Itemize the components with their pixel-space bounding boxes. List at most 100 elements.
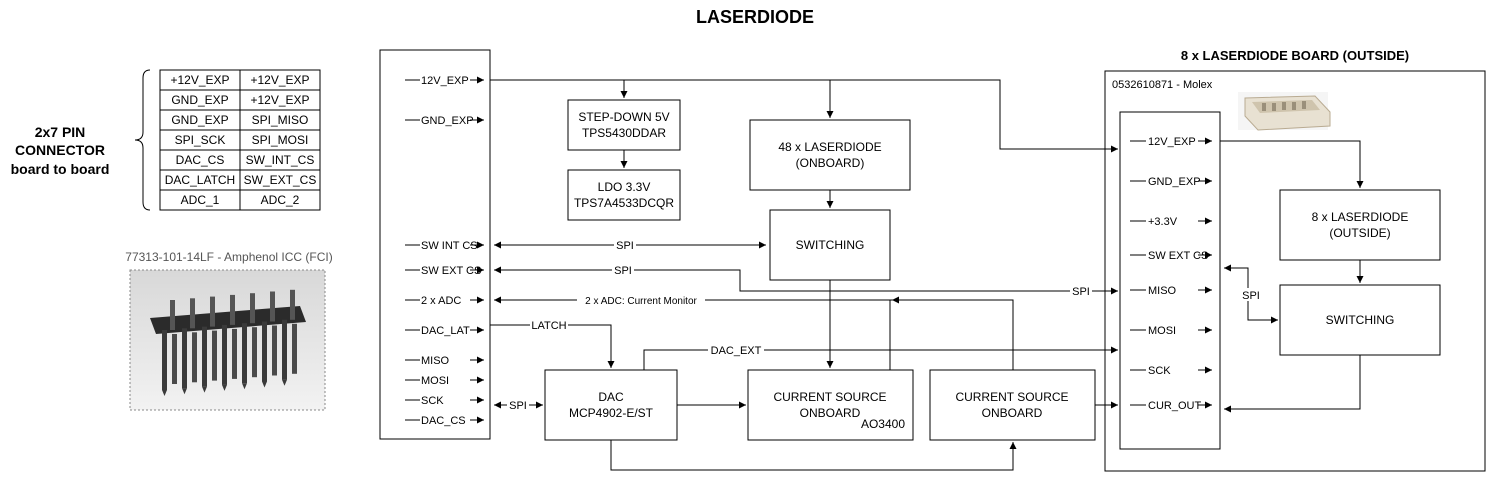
left-pin-label: SW EXT CS [421,265,481,277]
connector-heading-line-2: CONNECTOR [15,142,105,158]
pin-header-pin [242,323,247,384]
switching-block: SWITCHING [769,209,891,281]
connector-cell: SPI_MOSI [252,133,309,147]
dac-line-1: DAC [598,390,624,404]
switching-outside-label: SWITCHING [1326,313,1395,327]
dac-line-2: MCP4902-E/ST [569,406,654,420]
cs1-line-1: CURRENT SOURCE [773,390,886,404]
pin-header-pin [202,326,207,387]
stepdown-line-2: TPS5430DDAR [582,126,666,140]
pin-header-pin [262,321,267,382]
right-pin-label: CUR_OUT [1148,400,1201,412]
pin-header-pin-back [252,327,257,378]
cs2-line-1: CURRENT SOURCE [955,390,1068,404]
outside-board-title: 8 x LASERDIODE BOARD (OUTSIDE) [1181,48,1409,63]
current-source-1-block: CURRENT SOURCE ONBOARD AO3400 [747,369,914,441]
left-pin-label: 2 x ADC [421,295,461,307]
ld8-line-1: 8 x LASERDIODE [1312,210,1409,224]
connector-cell: +12V_EXP [250,93,309,107]
pin-header-pin-tip [222,384,227,391]
edge-label-spi-out: SPI [1072,286,1090,298]
pin-header-pin-tip [242,383,247,390]
pin-header-pin-top [230,294,235,325]
amphenol-caption: 77313-101-14LF - Amphenol ICC (FCI) [125,250,332,264]
pin-header-pin-top [210,296,215,327]
right-pin-label: MOSI [1148,325,1176,337]
connector-cell: DAC_CS [176,153,225,167]
wire-dac-cs2 [610,440,1017,471]
pin-header-pin-back [292,323,297,374]
connector-cell: SW_EXT_CS [244,173,317,187]
current-source-2-block: CURRENT SOURCE ONBOARD [929,369,1096,441]
left-pin-label: DAC_CS [421,415,466,427]
connector-cell: ADC_2 [261,193,300,207]
left-pin-label: SW INT CS [421,240,478,252]
edge-label-spi-switch: SPI [1242,290,1260,302]
wire-out-12v [1220,140,1364,188]
cs1-line-3: AO3400 [861,417,905,431]
left-pin-label: GND_EXP [421,115,474,127]
switching-outside-block: SWITCHING [1279,284,1441,356]
left-pin-label: SCK [421,395,444,407]
edge-label-spi-int: SPI [616,240,634,252]
pin-header-pin-tip [162,390,167,396]
pin-header-pin-back [232,328,237,379]
pin-header-body [150,306,306,334]
pin-header-pin-top [270,291,275,322]
pin-header-pin-top [170,300,175,330]
connector-brace [134,69,151,211]
left-pin-label: DAC_LAT [421,325,470,337]
ld8-line-2: (OUTSIDE) [1329,226,1390,240]
pin-header-pin [162,330,167,390]
pin-header-pin-tip [182,388,187,395]
edge-label-spi-ext: SPI [614,265,632,277]
right-pin-label: SW EXT CS [1148,250,1208,262]
pin-header-pin-back [272,325,277,376]
ld48-block: 48 x LASERDIODE (ONBOARD) [749,119,911,191]
wire-adc [494,296,1014,370]
right-pin-label: 12V_EXP [1148,136,1196,148]
pin-header-pin-tip [202,386,207,393]
pin-header-pin-top [190,298,195,329]
pin-header-pin-top [250,293,255,324]
dac-block: DAC MCP4902-E/ST [544,369,678,441]
pin-header-pin-back [192,332,197,383]
connector-cell: SW_INT_CS [246,153,315,167]
right-pin-label: GND_EXP [1148,176,1201,188]
pin-header-pin-top [290,289,295,320]
pin-header-pin-back [212,330,217,381]
pin-header-pin-tip [282,379,287,386]
pin-header-pin-back [172,334,177,384]
ldo-line-2: TPS7A4533DCQR [574,196,674,210]
ld48-line-1: 48 x LASERDIODE [778,140,881,154]
diagram-title: LASERDIODE [696,7,814,27]
pin-header-photo [129,269,326,411]
left-pin-label: 12V_EXP [421,75,469,87]
connector-cell: SPI_MISO [252,113,309,127]
cs1-line-2: ONBOARD [800,406,861,420]
left-pin-label: MOSI [421,375,449,387]
edge-label-dac-ext: DAC_EXT [711,345,762,357]
pin-header-pin [182,328,187,389]
switching-label: SWITCHING [796,238,865,252]
ldo-block: LDO 3.3V TPS7A4533DCQR [567,169,681,221]
edge-label-spi-dac: SPI [509,400,527,412]
stepdown-line-1: STEP-DOWN 5V [578,110,669,124]
molex-caption: 0532610871 - Molex [1112,79,1213,91]
connector-cell: DAC_LATCH [165,173,235,187]
right-pin-label: SCK [1148,365,1171,377]
connector-cell: GND_EXP [171,113,228,127]
right-pin-label: +3.3V [1148,216,1178,228]
connector-heading-line-3: board to board [11,161,110,177]
right-pin-label: MISO [1148,285,1177,297]
connector-heading-line-1: 2x7 PIN [35,124,86,140]
connector-cell: ADC_1 [181,193,220,207]
pin-header-pin [222,324,227,385]
connector-cell-frame [239,189,321,211]
connector-cell: GND_EXP [171,93,228,107]
left-pin-label: MISO [421,355,450,367]
edge-label-latch: LATCH [531,320,566,332]
edge-label-adc: 2 x ADC: Current Monitor [585,296,697,307]
